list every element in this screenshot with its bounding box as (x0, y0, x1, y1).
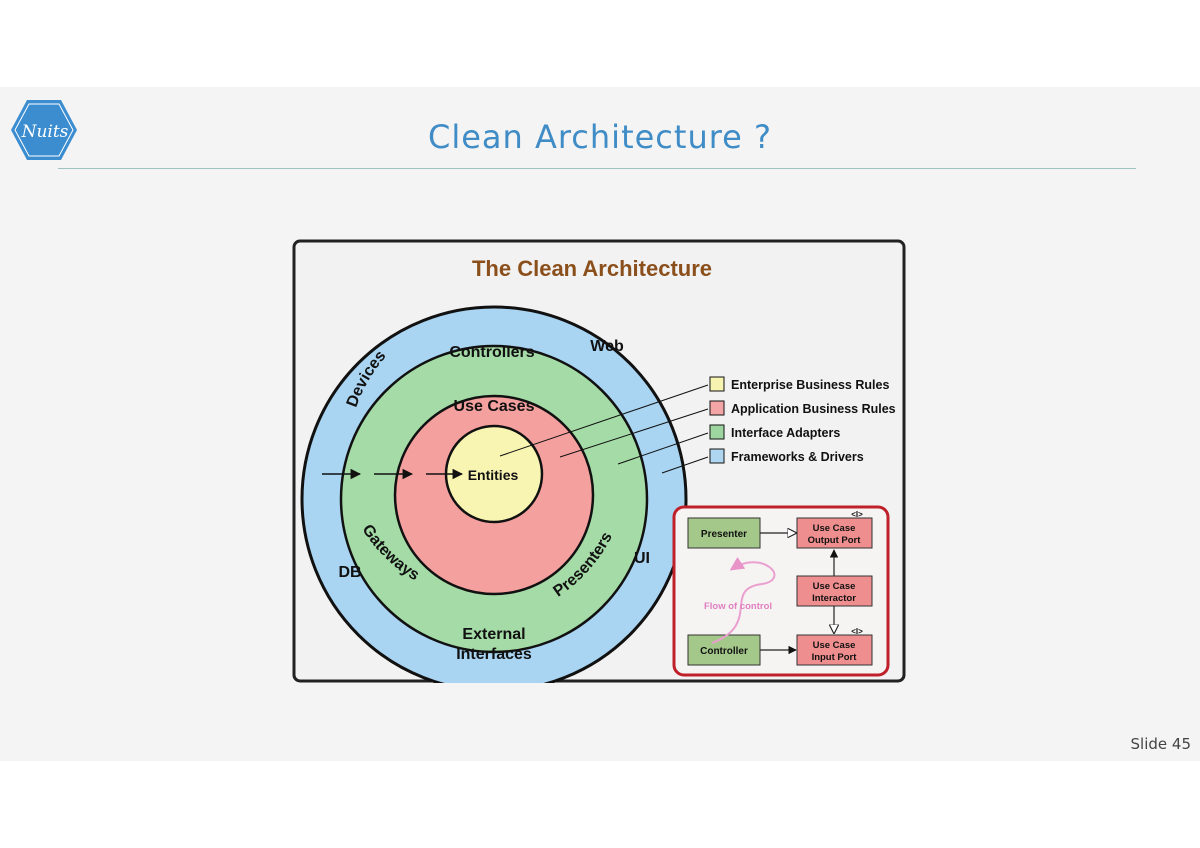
legend-label-application: Application Business Rules (731, 402, 896, 416)
flow-of-control-label: Flow of control (704, 601, 772, 612)
input-port-interface-marker: <I> (851, 627, 863, 636)
output-port-line-2: Output Port (808, 535, 862, 546)
interactor-line-1: Use Case (813, 581, 856, 592)
legend-swatch-adapters (709, 424, 725, 440)
flow-of-control-curve (711, 556, 776, 644)
legend-swatch-application (709, 400, 725, 416)
controllers-label: Controllers (449, 344, 534, 361)
nuits-logo: Nuits (11, 100, 77, 160)
interactor-line-2: Interactor (812, 593, 856, 604)
clean-architecture-diagram: The Clean Architecture Devices Web DB UI… (292, 239, 906, 683)
entities-label: Entities (468, 467, 519, 483)
interfaces-label: Interfaces (456, 646, 532, 663)
leader-line-entities (499, 384, 709, 457)
output-port-line-1: Use Case (813, 523, 856, 534)
slide-number: Slide 45 (1130, 735, 1191, 753)
controller-box-label: Controller (700, 646, 748, 657)
input-port-line-1: Use Case (813, 640, 856, 651)
legend-swatch-enterprise (709, 376, 725, 392)
legend: Enterprise Business Rules Application Bu… (709, 376, 896, 464)
external-label: External (462, 626, 525, 643)
ui-label: UI (634, 550, 650, 567)
db-label: DB (338, 564, 361, 581)
legend-swatch-frameworks (709, 448, 725, 464)
title-divider (58, 168, 1136, 169)
input-port-line-2: Input Port (812, 652, 858, 663)
flow-of-control-inset: Presenter Use Case Output Port <I> Use C… (672, 505, 890, 677)
slide: Nuits Clean Architecture ? The Clean Arc… (0, 87, 1200, 761)
controller-box (687, 634, 761, 666)
leader-line-adapters (617, 432, 709, 465)
use-cases-label: Use Cases (454, 398, 535, 415)
input-port-box (796, 634, 873, 666)
legend-label-frameworks: Frameworks & Drivers (731, 450, 864, 464)
logo-text: Nuits (21, 122, 69, 142)
output-port-interface-marker: <I> (851, 510, 863, 519)
page-title: Clean Architecture ? (427, 118, 773, 156)
leader-line-use-cases (559, 408, 709, 458)
legend-label-enterprise: Enterprise Business Rules (731, 378, 889, 392)
output-port-box (796, 517, 873, 549)
leader-line-frameworks (661, 456, 709, 474)
legend-label-adapters: Interface Adapters (731, 426, 840, 440)
web-label: Web (590, 338, 624, 355)
presenter-box-label: Presenter (701, 529, 747, 540)
diagram-title: The Clean Architecture (472, 256, 712, 281)
interactor-box (796, 575, 873, 607)
